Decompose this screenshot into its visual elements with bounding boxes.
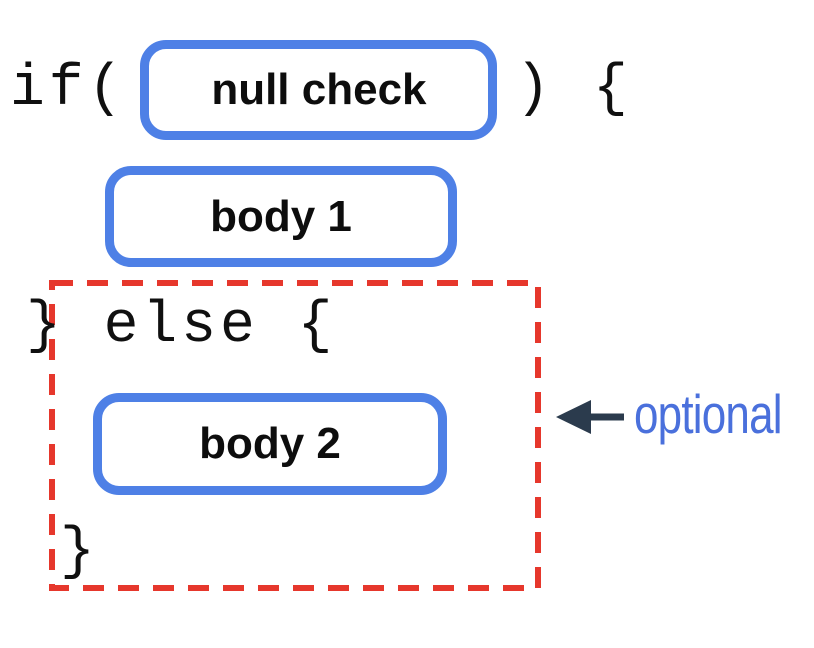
arrow-left-icon (556, 400, 624, 434)
body1-box: body 1 (105, 166, 457, 267)
if-condition-line: if( null check ) { (10, 38, 632, 142)
else-line-text: } else { (26, 294, 337, 359)
condition-label: null check (211, 65, 427, 114)
condition-box: null check (140, 40, 498, 140)
close-paren-open-brace-text: ) { (515, 57, 632, 122)
body2-label: body 2 (199, 419, 341, 468)
optional-label: optional (634, 383, 783, 445)
body1-label: body 1 (210, 191, 352, 241)
closing-brace-text: } (60, 520, 99, 585)
if-open-text: if( (10, 57, 127, 122)
body2-box: body 2 (93, 393, 447, 495)
